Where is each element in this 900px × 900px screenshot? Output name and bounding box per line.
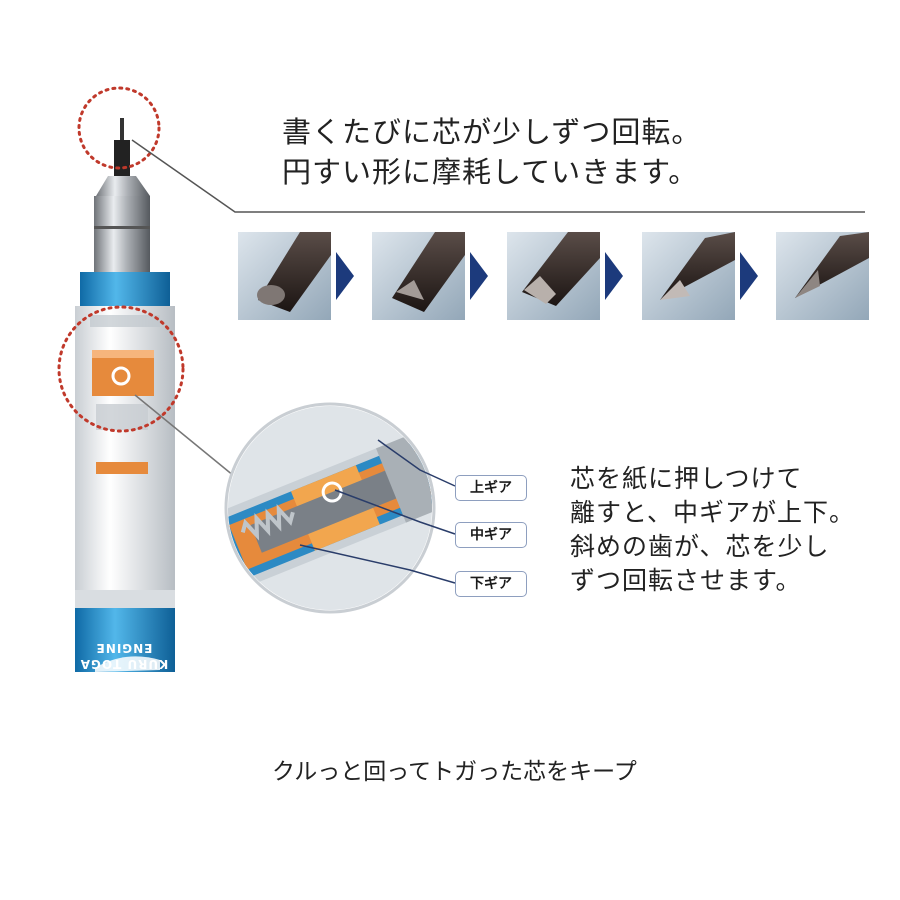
caption: クルっと回ってトガった芯をキープ (272, 759, 637, 785)
pencil-lead (120, 118, 124, 148)
gear-cutaway (224, 402, 436, 614)
pencil-cone (96, 176, 150, 196)
pencil-tip-metal (94, 196, 150, 272)
lead-wear-sequence (238, 232, 869, 320)
arrow-4 (740, 252, 758, 300)
gear-label-upper: 上ギア (455, 475, 527, 501)
description-top: 書くたびに芯が少しずつ回転。 円すい形に摩耗していきます。 (282, 112, 701, 192)
leader-upper (377, 439, 456, 487)
arrow-2 (470, 252, 488, 300)
connector-line-gear (134, 394, 246, 486)
callout-gear-circle (57, 305, 185, 433)
arrow-1 (336, 252, 354, 300)
mechanism-line3: 斜めの歯が、芯を少し (570, 532, 830, 561)
mechanism-line1: 芯を紙に押しつけて (570, 464, 803, 493)
arrow-3 (605, 252, 623, 300)
description-top-line2: 円すい形に摩耗していきます。 (282, 155, 699, 189)
brand-line1: KURU TOGA (79, 657, 169, 671)
pencil-brand: KURU TOGA ENGINE (75, 628, 173, 672)
connector-line-top (131, 139, 865, 213)
gear-label-middle: 中ギア (455, 522, 527, 548)
mechanism-line2: 離すと、中ギアが上下。 (570, 498, 856, 527)
mechanism-line4: ずつ回転させます。 (570, 566, 802, 595)
pencil (75, 118, 175, 672)
description-top-line1: 書くたびに芯が少しずつ回転。 (282, 115, 702, 149)
pencil-blue-ring (80, 272, 170, 306)
brand-line2: ENGINE (95, 641, 153, 655)
callout-tip-circle (77, 86, 161, 170)
leader-middle (334, 489, 456, 535)
leader-lower (299, 544, 456, 584)
pencil-sleeve (114, 140, 130, 176)
gear-label-lower: 下ギア (455, 571, 527, 597)
mechanism-description: 芯を紙に押しつけて 離すと、中ギアが上下。 斜めの歯が、芯を少し ずつ回転させま… (570, 462, 855, 598)
